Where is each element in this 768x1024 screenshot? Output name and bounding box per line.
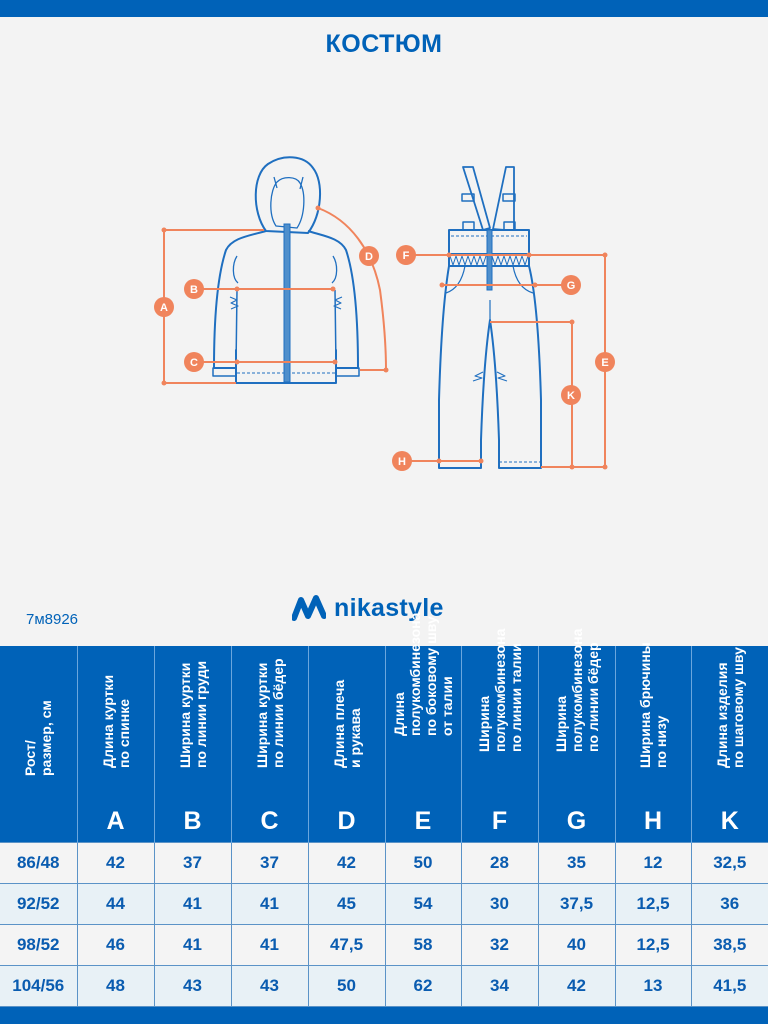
value-cell: 28 [460, 842, 539, 884]
svg-text:D: D [365, 251, 373, 263]
table-row: 92/52 44 41 41 45 54 30 37,5 12,5 36 [0, 883, 768, 925]
value-cell: 41 [230, 883, 309, 925]
callout-e: E [595, 352, 615, 372]
value-cell: 46 [76, 924, 155, 966]
value-cell: 12 [614, 842, 692, 884]
value-cell: 42 [307, 842, 386, 884]
callout-k: K [561, 385, 581, 405]
column-header-e: Длина полукомбинезона по боковому шву от… [384, 613, 462, 843]
size-cell: 92/52 [0, 883, 78, 925]
article-number: 7м8926 [26, 611, 79, 628]
svg-text:A: A [160, 302, 168, 314]
value-cell: 43 [153, 965, 232, 1007]
value-cell: 41 [153, 924, 232, 966]
value-cell: 32 [460, 924, 539, 966]
value-cell: 30 [460, 883, 539, 925]
value-cell: 40 [537, 924, 616, 966]
svg-text:F: F [403, 250, 410, 262]
value-cell: 32,5 [690, 842, 768, 884]
table-row: 86/48 42 37 37 42 50 28 35 12 32,5 [0, 842, 768, 884]
top-accent-bar [0, 0, 768, 17]
value-cell: 47,5 [307, 924, 386, 966]
svg-text:G: G [567, 280, 576, 292]
value-cell: 62 [384, 965, 462, 1007]
svg-text:H: H [398, 456, 406, 468]
zipper [283, 223, 291, 383]
brand-logo: nikastyle [292, 590, 444, 626]
brand-name: nikastyle [334, 593, 444, 622]
value-cell: 36 [690, 883, 768, 925]
svg-text:B: B [190, 284, 198, 296]
size-diagram: A B C D [154, 156, 615, 471]
svg-text:C: C [190, 357, 198, 369]
value-cell: 13 [614, 965, 692, 1007]
value-cell: 41 [153, 883, 232, 925]
value-cell: 37 [153, 842, 232, 884]
callout-b: B [184, 279, 204, 299]
value-cell: 44 [76, 883, 155, 925]
value-cell: 34 [460, 965, 539, 1007]
value-cell: 42 [537, 965, 616, 1007]
value-cell: 12,5 [614, 883, 692, 925]
value-cell: 48 [76, 965, 155, 1007]
size-cell: 98/52 [0, 924, 78, 966]
value-cell: 37,5 [537, 883, 616, 925]
value-cell: 37 [230, 842, 309, 884]
column-header-size: Рост/ размер, см [0, 646, 78, 843]
value-cell: 41,5 [690, 965, 768, 1007]
svg-text:E: E [601, 357, 608, 369]
overalls-illustration [438, 166, 542, 469]
value-cell: 35 [537, 842, 616, 884]
bottom-accent-bar [0, 1007, 768, 1024]
size-cell: 104/56 [0, 965, 78, 1007]
table-row: 104/56 48 43 43 50 62 34 42 13 41,5 [0, 965, 768, 1007]
value-cell: 41 [230, 924, 309, 966]
svg-text:K: K [567, 390, 575, 402]
value-cell: 12,5 [614, 924, 692, 966]
value-cell: 50 [307, 965, 386, 1007]
value-cell: 50 [384, 842, 462, 884]
value-cell: 42 [76, 842, 155, 884]
callout-d: D [359, 246, 379, 266]
callout-a: A [154, 297, 174, 317]
size-cell: 86/48 [0, 842, 78, 884]
table-row: 98/52 46 41 41 47,5 58 32 40 12,5 38,5 [0, 924, 768, 966]
value-cell: 38,5 [690, 924, 768, 966]
callout-g: G [561, 275, 581, 295]
value-cell: 45 [307, 883, 386, 925]
callout-h: H [392, 451, 412, 471]
callout-c: C [184, 352, 204, 372]
value-cell: 58 [384, 924, 462, 966]
callout-f: F [396, 245, 416, 265]
page-title: КОСТЮМ [325, 30, 443, 58]
value-cell: 43 [230, 965, 309, 1007]
wave-logo-icon [292, 595, 326, 621]
value-cell: 54 [384, 883, 462, 925]
